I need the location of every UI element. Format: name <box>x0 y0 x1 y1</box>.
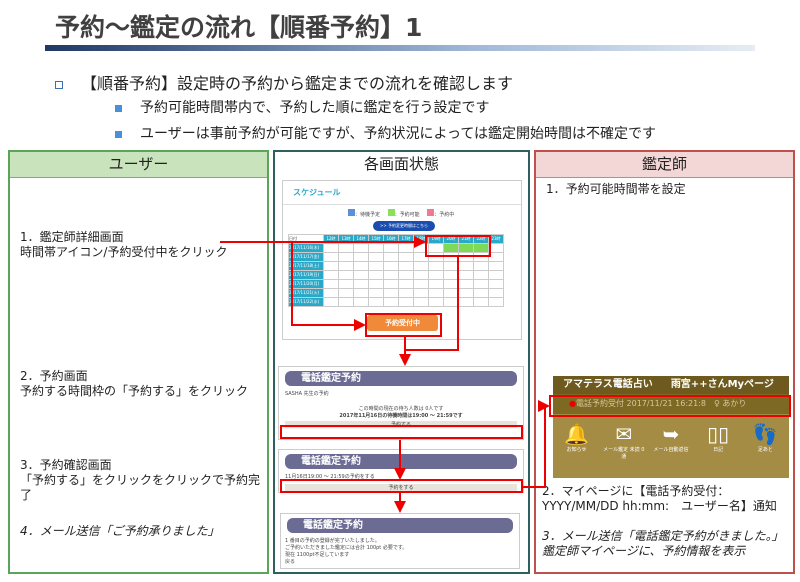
site-name: アマテラス電話占い <box>563 379 653 390</box>
footprint-icon: 👣 <box>752 422 778 446</box>
bullet-text: 予約可能時間帯内で、予約した順に鑑定を行う設定です <box>140 100 490 116</box>
legend-blue <box>348 209 355 216</box>
menu-label: メール自動返信 <box>653 447 689 453</box>
highlight-box <box>425 235 491 257</box>
step-text: 時間帯アイコン/予約受付中をクリック <box>20 245 228 259</box>
bullet-icon <box>115 104 122 112</box>
back-link[interactable]: 戻る <box>285 559 296 565</box>
user-step-2: 2．予約画面予約する時間枠の「予約する」をクリック <box>20 369 248 399</box>
step-text: 3．メール送信「電話鑑定予約がきました。」 <box>542 529 784 543</box>
wait-count: この時間の現在の待ち人数は 0人です <box>358 406 444 412</box>
confirm-reserve-button[interactable]: 予約をする <box>285 484 517 491</box>
mypage-menu: 🔔お知らせ✉メール鑑定 未読 0 通➥メール自動返信▯▯日記👣足あと <box>553 414 789 460</box>
panel-header: 各画面状態 <box>363 155 439 173</box>
reserve-screen: 電話鑑定予約 SASHA 先生の予約 この時間の現在の待ち人数は 0人です 20… <box>278 366 524 440</box>
menu-item[interactable]: 👣足あと <box>742 422 788 460</box>
legend-label: ：予約可能 <box>394 212 420 218</box>
teller-step-3: 3．メール送信「電話鑑定予約がきました。」鑑定師マイページに、予約情報を表示 <box>542 529 784 559</box>
step-text: 予約する時間枠の「予約する」をクリック <box>20 384 249 398</box>
highlight-box <box>280 479 523 493</box>
bullet-sub2: ユーザーは事前予約が可能ですが、予約状況によっては鑑定開始時間は不確定です <box>115 123 656 143</box>
mypage-user: 雨宮++さんMyページ <box>670 379 774 390</box>
user-panel: ユーザー 1．鑑定師詳細画面時間帯アイコン/予約受付中をクリック 2．予約画面予… <box>8 150 269 574</box>
bullet-sub1: 予約可能時間帯内で、予約した順に鑑定を行う設定です <box>115 97 489 117</box>
done-line: 1 番目の予約の登録が完了いたしました。 <box>285 538 380 544</box>
accepting-reservation-button[interactable]: 予約受付中 <box>367 315 438 331</box>
reserve-bar: 電話鑑定予約 <box>285 371 517 386</box>
bullet-text: ユーザーは事前予約が可能ですが、予約状況によっては鑑定開始時間は不確定です <box>140 126 657 142</box>
page-title: 予約～鑑定の流れ【順番予約】1 <box>55 13 423 42</box>
done-screen: 電話鑑定予約 1 番目の予約の登録が完了いたしました。 ご予約いただきました鑑定… <box>280 513 520 569</box>
highlight-box <box>549 395 791 417</box>
step-text: 「予約する」をクリックをクリックで予約完了 <box>20 473 261 502</box>
legend-label: ：予約中 <box>434 212 455 218</box>
done-bar: 電話鑑定予約 <box>287 518 513 533</box>
mail-send-icon: ➥ <box>662 422 680 446</box>
bullet-icon <box>55 80 63 89</box>
arrow <box>291 242 366 331</box>
panel-header: ユーザー <box>10 152 267 178</box>
menu-label: 足あと <box>757 447 773 453</box>
highlight-box <box>365 313 442 337</box>
done-line: 現在 1100pt不足しています <box>285 552 350 558</box>
panel-header: 鑑定師 <box>536 152 793 178</box>
bell-icon: 🔔 <box>564 422 590 446</box>
step-text: 1．鑑定師詳細画面 <box>20 230 124 244</box>
menu-label: メール鑑定 未読 0 通 <box>603 447 645 460</box>
legend-pink <box>427 209 435 216</box>
notice[interactable]: ●電話予約受付 2017/11/21 16:21:8 ♀ あかり <box>553 394 789 414</box>
step-text: 3．予約確認画面 <box>20 458 112 472</box>
bullet-text: 【順番予約】設定時の予約から鑑定までの流れを確認します <box>81 74 514 93</box>
menu-item[interactable]: ➥メール自動返信 <box>648 422 694 460</box>
bullet-icon <box>115 130 122 138</box>
wait-time: 2017年11月16日の待機時間は19:00 ～ 21:59です <box>339 413 463 419</box>
title-rule <box>45 45 755 51</box>
bullet-main: 【順番予約】設定時の予約から鑑定までの流れを確認します <box>55 70 513 94</box>
reserve-change-link[interactable]: >> 予約変更時間はこちら <box>373 221 435 231</box>
arrow <box>405 256 459 351</box>
alert-icon: ● <box>569 399 576 408</box>
schedule-legend: ：待機予定 ：予約可能 ：予約中 <box>348 209 454 218</box>
done-line: ご予約いただきました鑑定には合計 100pt 必要です。 <box>285 545 408 551</box>
arrow <box>522 400 550 488</box>
notice-text: 電話予約受付 2017/11/21 16:21:8 ♀ あかり <box>575 399 747 408</box>
schedule-title: スケジュール <box>283 181 521 205</box>
user-step-3: 3．予約確認画面「予約する」をクリックをクリックで予約完了 <box>20 458 267 503</box>
legend-label: ：待機予定 <box>355 212 381 218</box>
menu-label: お知らせ <box>566 447 587 453</box>
mail-icon: ✉ <box>615 422 633 446</box>
step-text: 2．マイページに【電話予約受付： <box>542 484 730 498</box>
menu-item[interactable]: 🔔お知らせ <box>554 422 600 460</box>
mypage-header: アマテラス電話占い 雨宮++さんMyページ <box>553 376 789 394</box>
teller-step-1: 1．予約可能時間帯を設定 <box>546 182 686 196</box>
step-text: 2．予約画面 <box>20 369 88 383</box>
mypage-mock: アマテラス電話占い 雨宮++さんMyページ ●電話予約受付 2017/11/21 … <box>553 376 789 478</box>
menu-item[interactable]: ▯▯日記 <box>695 422 741 460</box>
book-icon: ▯▯ <box>707 422 730 446</box>
confirm-text: 11月16日19:00 ～ 21:59の予約をする <box>285 474 375 480</box>
user-step-1: 1．鑑定師詳細画面時間帯アイコン/予約受付中をクリック <box>20 230 227 260</box>
teller-step-2: 2．マイページに【電話予約受付：YYYY/MM/DD hh:mm: ユーザー名】… <box>542 484 777 514</box>
teller-panel: 鑑定師 1．予約可能時間帯を設定 2．マイページに【電話予約受付：YYYY/MM… <box>534 150 795 574</box>
legend-green <box>387 209 395 216</box>
user-step-4: 4．メール送信「ご予約承りました」 <box>20 524 220 538</box>
teller-name: SASHA 先生の予約 <box>285 391 329 397</box>
highlight-box <box>280 425 523 439</box>
menu-label: 日記 <box>713 447 724 453</box>
step-text: 鑑定師マイページに、予約情報を表示 <box>542 544 746 558</box>
menu-item[interactable]: ✉メール鑑定 未読 0 通 <box>601 422 647 460</box>
slot <box>488 297 504 307</box>
step-text: YYYY/MM/DD hh:mm: ユーザー名】通知 <box>542 499 777 513</box>
